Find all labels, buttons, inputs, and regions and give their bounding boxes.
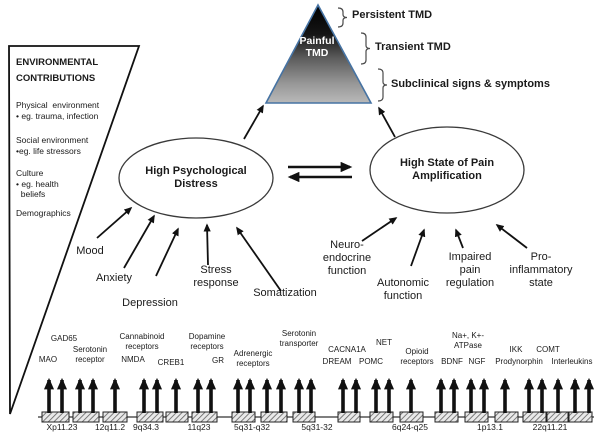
chromosome-label: 6q24-q25 bbox=[392, 422, 428, 432]
gene-locus-box bbox=[72, 411, 100, 423]
gene-label-dream: DREAM bbox=[322, 357, 352, 366]
gene-label-cannabinoid: Cannabinoid receptors bbox=[119, 332, 165, 351]
gene-locus-box bbox=[136, 411, 164, 423]
gene-label-atpase: Na+, K+- ATPase bbox=[451, 331, 485, 350]
environmental-wedge-outline bbox=[8, 45, 141, 415]
factor-autonomic: Autonomic function bbox=[377, 277, 429, 302]
chromosome-label: 11q23 bbox=[187, 422, 211, 432]
gene-label-adrenergic: Adrenergic receptors bbox=[233, 349, 273, 368]
gene-label-net: NET bbox=[376, 338, 392, 347]
chromosome-label: 5q31-q32 bbox=[234, 422, 270, 432]
environment-title: ENVIRONMENTAL CONTRIBUTIONS bbox=[16, 57, 99, 84]
gene-locus-box bbox=[494, 411, 519, 423]
gene-locus-box bbox=[231, 411, 256, 423]
factor-depression: Depression bbox=[122, 297, 178, 309]
gene-label-gr: GR bbox=[212, 356, 224, 365]
environment-item-culture: Culture • eg. health beliefs bbox=[16, 168, 59, 199]
gene-label-cacna1a: CACNA1A bbox=[328, 345, 366, 354]
arrow-stress-response bbox=[203, 223, 211, 266]
chromosome-label: 12q11.2 bbox=[94, 422, 126, 432]
gene-locus-box bbox=[399, 411, 424, 423]
chromosome-label: 9q34.3 bbox=[133, 422, 159, 432]
environment-item-social: Social environment •eg. life stressors bbox=[16, 135, 89, 156]
gene-locus-box bbox=[568, 411, 593, 423]
bracket-transient bbox=[360, 32, 371, 65]
chromosome-label: 5q31-32 bbox=[301, 422, 333, 432]
arrow-mood bbox=[96, 206, 133, 239]
gene-locus-box bbox=[102, 411, 128, 423]
arrow-somatization bbox=[236, 226, 282, 292]
pain-amplification-ellipse bbox=[369, 126, 525, 214]
arrow-pain-to-pyramid bbox=[378, 106, 396, 138]
gene-locus-box bbox=[546, 411, 569, 423]
gene-locus-box bbox=[434, 411, 459, 423]
arrow-anxiety bbox=[123, 214, 155, 269]
gene-locus-box bbox=[522, 411, 547, 423]
gene-arrows bbox=[43, 377, 595, 413]
arrow-impaired-pain bbox=[454, 228, 464, 249]
gene-label-nmda: NMDA bbox=[121, 355, 145, 364]
factor-neuroendocrine: Neuro- endocrine function bbox=[322, 239, 372, 277]
gene-label-gad65: GAD65 bbox=[50, 334, 78, 343]
gene-label-ikk: IKK bbox=[509, 345, 523, 354]
node-psych-distress: High Psychological Distress bbox=[145, 165, 247, 190]
gene-locus-box bbox=[165, 411, 189, 423]
node-pain-amplification: High State of Pain Amplification bbox=[399, 157, 495, 182]
arrow-psych-to-pyramid bbox=[243, 104, 264, 140]
gene-locus-box bbox=[464, 411, 489, 423]
arrow-proinflammatory bbox=[495, 224, 528, 249]
arrow-neuroendocrine bbox=[361, 217, 398, 242]
gene-label-creb1: CREB1 bbox=[157, 358, 185, 367]
gene-label-opioid: Opioid receptors bbox=[400, 347, 434, 366]
arrow-depression bbox=[155, 227, 179, 277]
tmd-pyramid bbox=[264, 3, 373, 104]
chromosome-label: 1p13.1 bbox=[477, 422, 503, 432]
factor-mood: Mood bbox=[76, 245, 104, 257]
chromosome-label: 22q11.21 bbox=[532, 422, 568, 432]
level-label-transient: Transient TMD bbox=[375, 41, 451, 53]
level-label-subclinical: Subclinical signs & symptoms bbox=[391, 78, 550, 90]
pyramid-label: Painful TMD bbox=[299, 35, 335, 59]
gene-label-serotonin-transporter: Serotonin transporter bbox=[279, 329, 319, 348]
gene-locus-box bbox=[191, 411, 218, 423]
factor-somatization: Somatization bbox=[253, 287, 317, 299]
arrow-autonomic bbox=[410, 228, 426, 267]
gene-label-comt: COMT bbox=[536, 345, 560, 354]
gene-locus-box bbox=[369, 411, 394, 423]
gene-label-serotonin-receptor: Serotonin receptor bbox=[72, 345, 108, 364]
factor-stress-response: Stress response bbox=[193, 264, 239, 289]
bracket-persistent bbox=[337, 7, 348, 28]
gene-locus-box bbox=[292, 411, 316, 423]
gene-label-ngf: NGF bbox=[468, 357, 486, 366]
chromosome-label: Xp11.23 bbox=[46, 422, 78, 432]
bracket-subclinical bbox=[377, 68, 388, 102]
factor-anxiety: Anxiety bbox=[95, 272, 133, 284]
factor-impaired-pain: Impaired pain regulation bbox=[445, 251, 495, 289]
gene-locus-box bbox=[41, 411, 70, 423]
gene-locus-box bbox=[260, 411, 288, 423]
environment-item-demographics: Demographics bbox=[16, 208, 71, 218]
gene-label-prodynorphin: Prodynorphin bbox=[495, 357, 543, 366]
psych-distress-ellipse bbox=[118, 137, 274, 219]
gene-label-bdnf: BDNF bbox=[441, 357, 463, 366]
gene-locus-box bbox=[337, 411, 361, 423]
level-label-persistent: Persistent TMD bbox=[352, 9, 433, 21]
factor-proinflammatory: Pro- inflammatory state bbox=[509, 251, 573, 289]
gene-label-mao: MAO bbox=[38, 355, 58, 364]
gene-label-interleukins: Interleukins bbox=[551, 357, 593, 366]
environment-item-physical: Physical environment • eg. trauma, infec… bbox=[16, 100, 100, 121]
gene-label-pomc: POMC bbox=[359, 357, 383, 366]
gene-label-dopamine: Dopamine receptors bbox=[188, 332, 226, 351]
